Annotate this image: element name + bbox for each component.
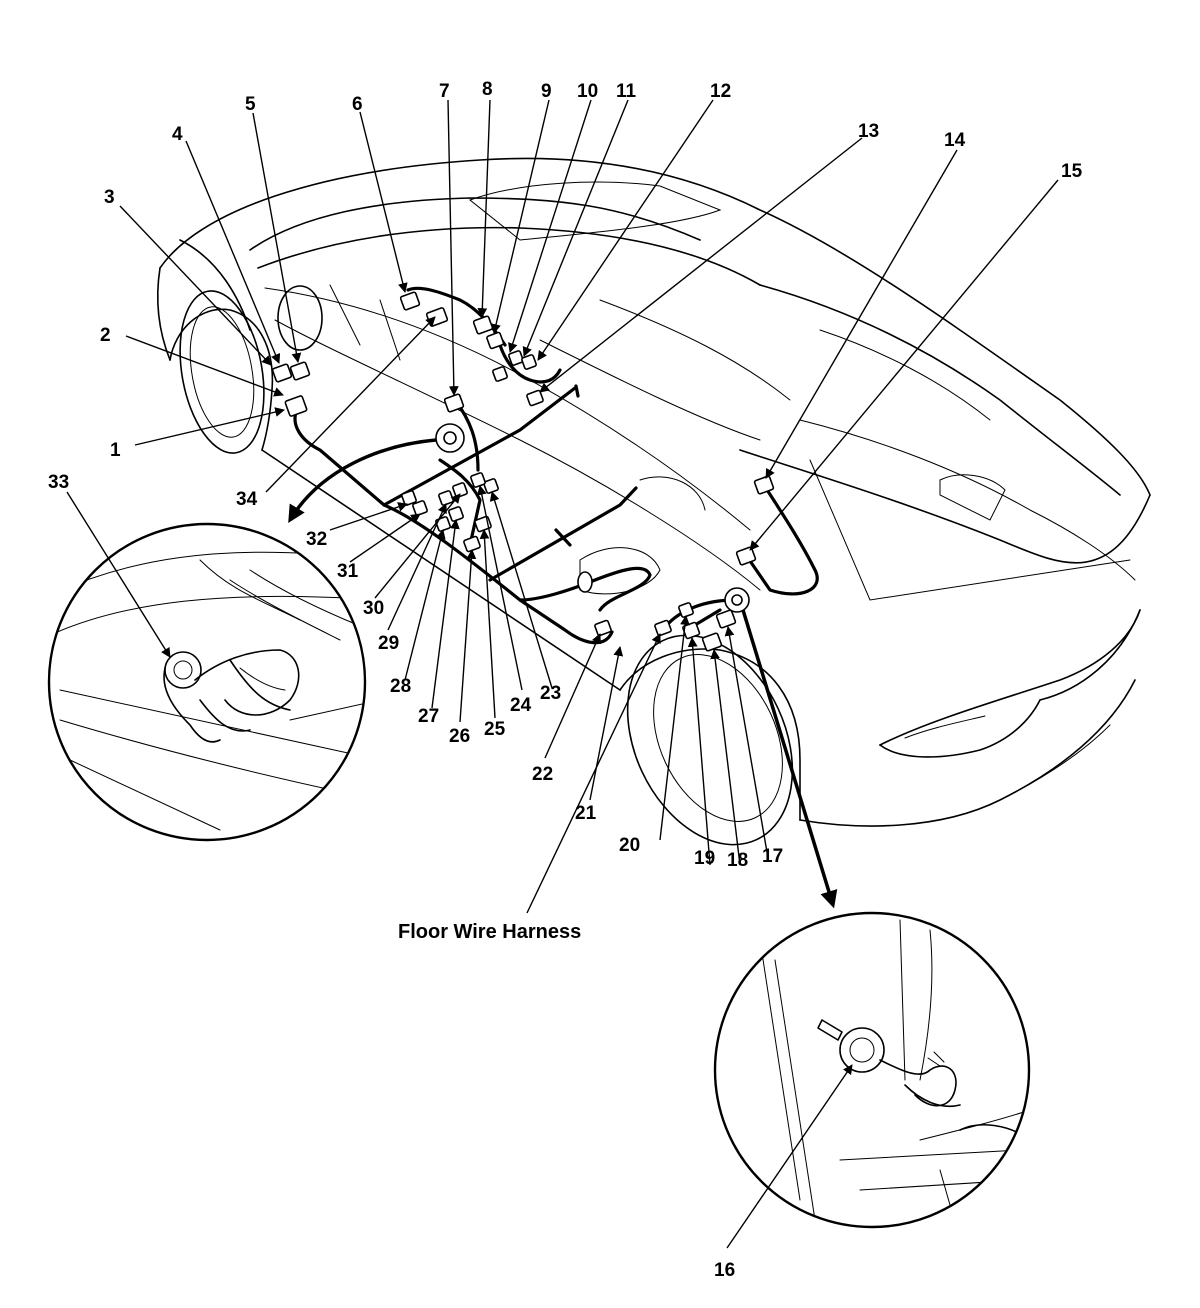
callout-numbers: 1 2 3 4 5 6 7 8 9 10 11 12 13 14 15 16 1…: [48, 79, 1083, 1281]
callout-32: 32: [306, 529, 327, 550]
callout-17: 17: [762, 846, 783, 867]
callout-9: 9: [541, 81, 552, 102]
callout-14: 14: [944, 130, 966, 151]
callout-11: 11: [616, 81, 637, 102]
callout-3: 3: [104, 187, 115, 208]
callout-10: 10: [577, 81, 598, 102]
callout-4: 4: [172, 124, 183, 145]
callout-33: 33: [48, 472, 69, 493]
callout-13: 13: [858, 121, 879, 142]
detail-view-left: [47, 522, 367, 842]
floor-wire-harness-label: Floor Wire Harness: [398, 921, 581, 943]
callout-15: 15: [1061, 161, 1083, 182]
callout-29: 29: [378, 633, 399, 654]
callout-7: 7: [439, 81, 450, 102]
callout-30: 30: [363, 598, 384, 619]
callout-1: 1: [110, 440, 121, 461]
callout-28: 28: [390, 676, 411, 697]
callout-5: 5: [245, 94, 256, 115]
callout-2: 2: [100, 325, 111, 346]
callout-27: 27: [418, 706, 439, 727]
leader-lines: [66, 99, 1059, 1249]
callout-24: 24: [510, 695, 532, 716]
connectors: [271, 291, 775, 652]
callout-6: 6: [352, 94, 363, 115]
callout-18: 18: [727, 850, 748, 871]
callout-16: 16: [714, 1260, 735, 1281]
callout-8: 8: [482, 79, 493, 100]
callout-31: 31: [337, 561, 359, 582]
callout-21: 21: [575, 803, 597, 824]
callout-22: 22: [532, 764, 553, 785]
detail-view-right: [713, 911, 1031, 1229]
callout-25: 25: [484, 719, 506, 740]
callout-12: 12: [710, 81, 731, 102]
callout-26: 26: [449, 726, 470, 747]
callout-19: 19: [694, 848, 715, 869]
callout-23: 23: [540, 683, 561, 704]
callout-34: 34: [236, 489, 258, 510]
callout-20: 20: [619, 835, 640, 856]
